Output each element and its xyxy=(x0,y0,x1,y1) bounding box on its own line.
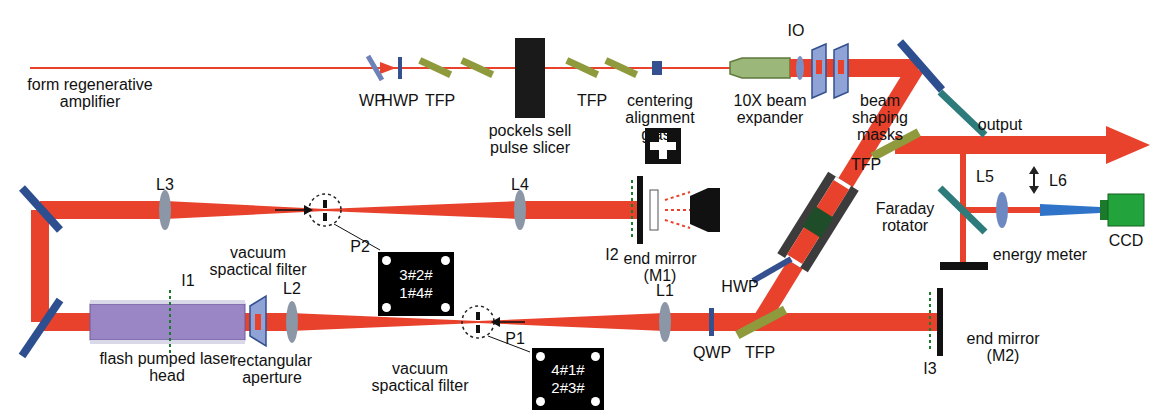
part-label: pockels sell pulse slicer xyxy=(475,122,585,156)
part-label: L3 xyxy=(156,176,174,193)
part-label: L6 xyxy=(1049,172,1067,189)
part-label: L4 xyxy=(511,176,529,193)
part-label: TFP xyxy=(851,156,881,173)
pinhole-dot xyxy=(441,303,450,312)
pinhole-numbers: 3#2# xyxy=(399,266,432,284)
part-label: P2 xyxy=(350,238,370,255)
filter-inset: 4#1#2#3# xyxy=(532,348,604,410)
part-label: IO xyxy=(788,22,805,39)
part-label: WP xyxy=(359,92,385,109)
part-label: end mirror (M2) xyxy=(953,330,1053,364)
part-label: L1 xyxy=(656,282,674,299)
part-label: CCD xyxy=(1109,232,1144,249)
part-label: QWP xyxy=(693,344,731,361)
pinhole-dot xyxy=(382,256,391,265)
part-label: end mirror (M1) xyxy=(620,250,700,284)
part-label: TFP xyxy=(745,344,775,361)
part-label: I1 xyxy=(181,272,194,289)
part-label: rectangular aperture xyxy=(222,352,322,386)
part-label: 10X beam expander xyxy=(725,92,815,126)
filter-inset: 3#2#1#4# xyxy=(378,252,454,316)
part-label: vacuum spactical filter xyxy=(203,244,313,278)
part-label: HWP xyxy=(721,278,758,295)
pinhole-numbers: 4#1# xyxy=(551,361,584,379)
part-label: TFP xyxy=(577,92,607,109)
part-label: I2 xyxy=(605,246,618,263)
part-label: Faraday rotator xyxy=(860,200,950,234)
pinhole-numbers: 1#4# xyxy=(399,284,432,302)
part-label: beam shaping masks xyxy=(835,92,925,143)
pinhole-dot xyxy=(382,303,391,312)
pinhole-dot xyxy=(591,397,600,406)
part-label: centering alignment glass xyxy=(615,92,705,143)
part-label: I3 xyxy=(923,360,936,377)
pinhole-dot xyxy=(441,256,450,265)
part-label: output xyxy=(978,116,1022,133)
part-label: vacuum spactical filter xyxy=(365,360,475,394)
part-label: P1 xyxy=(505,330,525,347)
part-label: TFP xyxy=(425,92,455,109)
pinhole-numbers: 2#3# xyxy=(551,379,584,397)
pinhole-dot xyxy=(591,352,600,361)
pinhole-dot xyxy=(536,352,545,361)
part-label: energy meter xyxy=(993,246,1087,263)
part-label: L2 xyxy=(283,280,301,297)
part-label: form regenerative amplifier xyxy=(10,76,170,110)
part-label: flash pumped laser head xyxy=(82,350,252,384)
part-label: HWP xyxy=(381,92,418,109)
part-label: L5 xyxy=(976,168,994,185)
pinhole-dot xyxy=(536,397,545,406)
